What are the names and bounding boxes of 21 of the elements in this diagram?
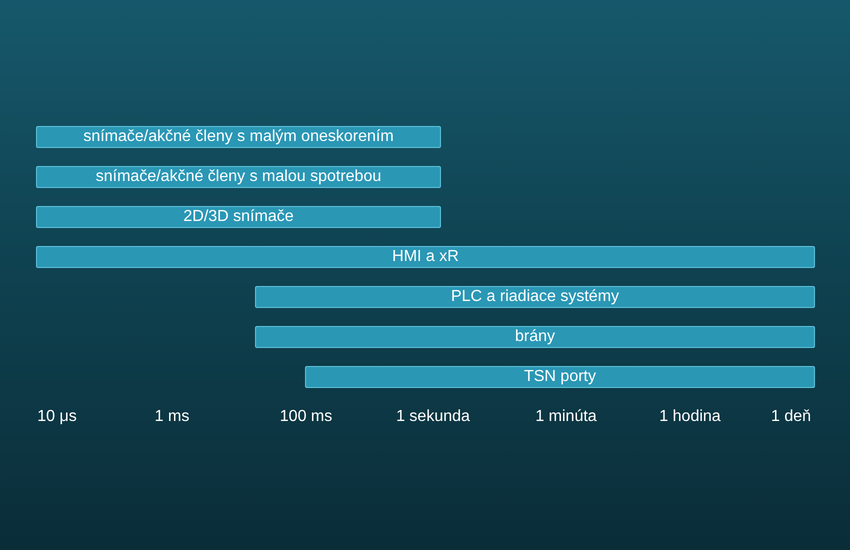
bar-label: TSN porty (524, 368, 596, 386)
axis-tick-label: 1 deň (770, 408, 812, 426)
axis-tick-label: 10 μs (37, 408, 77, 426)
bar-label: snímače/akčné členy s malou spotrebou (96, 168, 382, 186)
range-bar (36, 206, 441, 228)
bar-label: snímače/akčné členy s malým oneskorením (83, 128, 394, 146)
axis-tick-label: 1 sekunda (396, 408, 470, 426)
bar-label: HMI a xR (392, 248, 459, 266)
axis-tick-label: 1 minúta (535, 408, 597, 426)
axis-tick-label: 1 hodina (659, 408, 721, 426)
axis-tick-label: 1 ms (154, 408, 190, 426)
range-bar (255, 286, 815, 308)
bar-label: 2D/3D snímače (183, 208, 294, 226)
range-bar (36, 126, 441, 148)
range-bar (36, 246, 815, 268)
range-bar (36, 166, 441, 188)
bar-label: PLC a riadiace systémy (450, 288, 620, 306)
range-bar (255, 326, 815, 348)
axis-tick-label: 100 ms (280, 408, 332, 426)
bar-label: brány (514, 328, 556, 346)
range-bar (305, 366, 815, 388)
